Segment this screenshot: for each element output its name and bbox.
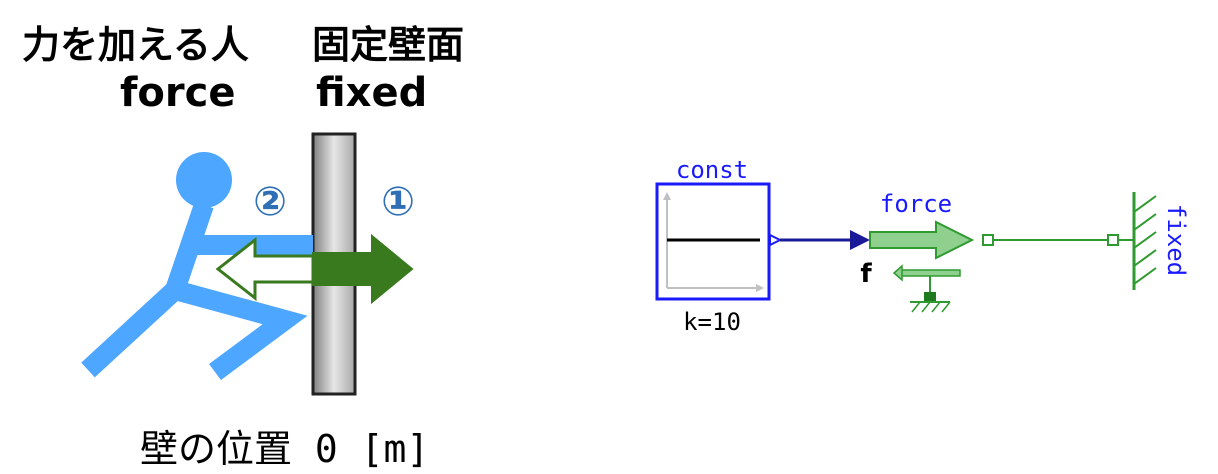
wall-label-jp: 固定壁面 <box>312 23 465 67</box>
reaction-arrow <box>215 236 315 302</box>
person-label-jp: 力を加える人 <box>22 23 249 67</box>
force-input-label: f <box>860 259 872 289</box>
wall-label-en: fixed <box>316 70 428 116</box>
force-block-name: force <box>880 190 952 218</box>
force-input-port <box>850 230 870 250</box>
person-figure <box>81 152 313 381</box>
marker-2: ② <box>253 179 287 225</box>
person-label-en: force <box>120 70 236 116</box>
const-block-parameter: k=10 <box>683 308 741 336</box>
fixed-flange <box>1107 234 1119 246</box>
force-flange <box>982 234 994 246</box>
const-block[interactable]: const k=10 <box>655 156 771 336</box>
fixed-block-name: fixed <box>1162 204 1190 276</box>
force-illustration: ② ① <box>81 132 415 396</box>
force-block[interactable]: force f <box>860 190 975 313</box>
marker-1: ① <box>381 179 415 225</box>
const-block-name: const <box>676 156 748 184</box>
applied-force-arrow <box>312 233 414 305</box>
fixed-block[interactable]: fixed <box>1132 192 1190 290</box>
wall-position-caption: 壁の位置 0 [m] <box>140 427 430 471</box>
person-head <box>176 152 232 208</box>
const-output-port <box>769 233 783 247</box>
